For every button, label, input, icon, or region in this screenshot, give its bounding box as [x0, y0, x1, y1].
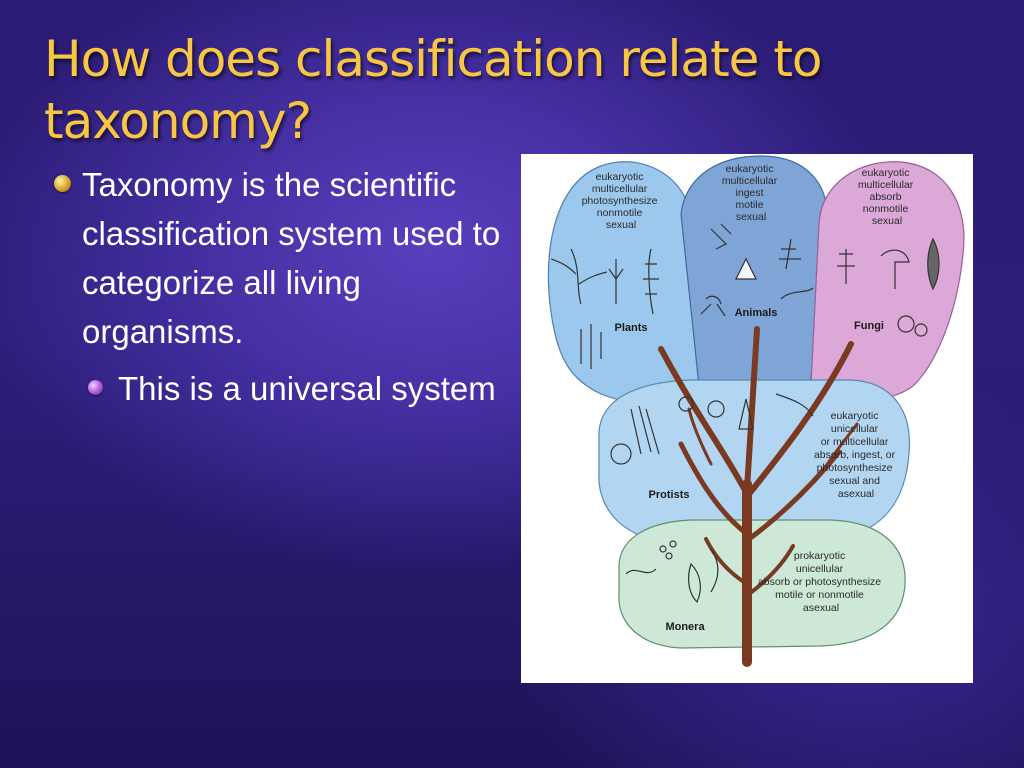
sub-bullet-text: This is a universal system: [118, 370, 496, 407]
plants-label: Plants: [614, 322, 647, 334]
organism-sketches: [550, 223, 940, 604]
protists-region: [598, 379, 911, 543]
phylogenetic-tree: [658, 326, 859, 667]
animals-label: Animals: [735, 307, 778, 319]
slide-title: How does classification relate to taxono…: [44, 30, 823, 150]
monera-label: Monera: [665, 621, 705, 633]
bullet-item: Taxonomy is the scientific classificatio…: [46, 160, 506, 356]
plants-traits: eukaryotic multicellular photosynthesize…: [582, 171, 661, 231]
animals-traits: eukaryotic multicellular ingest motile s…: [722, 163, 780, 223]
plants-region: [547, 161, 702, 405]
kingdom-tree-diagram: eukaryotic multicellular photosynthesize…: [547, 155, 965, 667]
protists-traits: eukaryotic unicellular or multicellular …: [814, 410, 898, 500]
protists-label: Protists: [649, 489, 690, 501]
sub-bullet-item: This is a universal system: [46, 364, 506, 413]
fungi-label: Fungi: [854, 320, 884, 332]
violet-bullet-icon: [88, 380, 103, 395]
bullet-list: Taxonomy is the scientific classificatio…: [46, 160, 506, 413]
bullet-text: Taxonomy is the scientific classificatio…: [82, 166, 501, 350]
kingdom-tree-figure: eukaryotic multicellular photosynthesize…: [521, 154, 973, 683]
monera-traits: prokaryotic unicellular absorb or photos…: [758, 550, 884, 614]
fungi-traits: eukaryotic multicellular absorb nonmotil…: [858, 167, 916, 227]
gold-bullet-icon: [54, 175, 71, 192]
